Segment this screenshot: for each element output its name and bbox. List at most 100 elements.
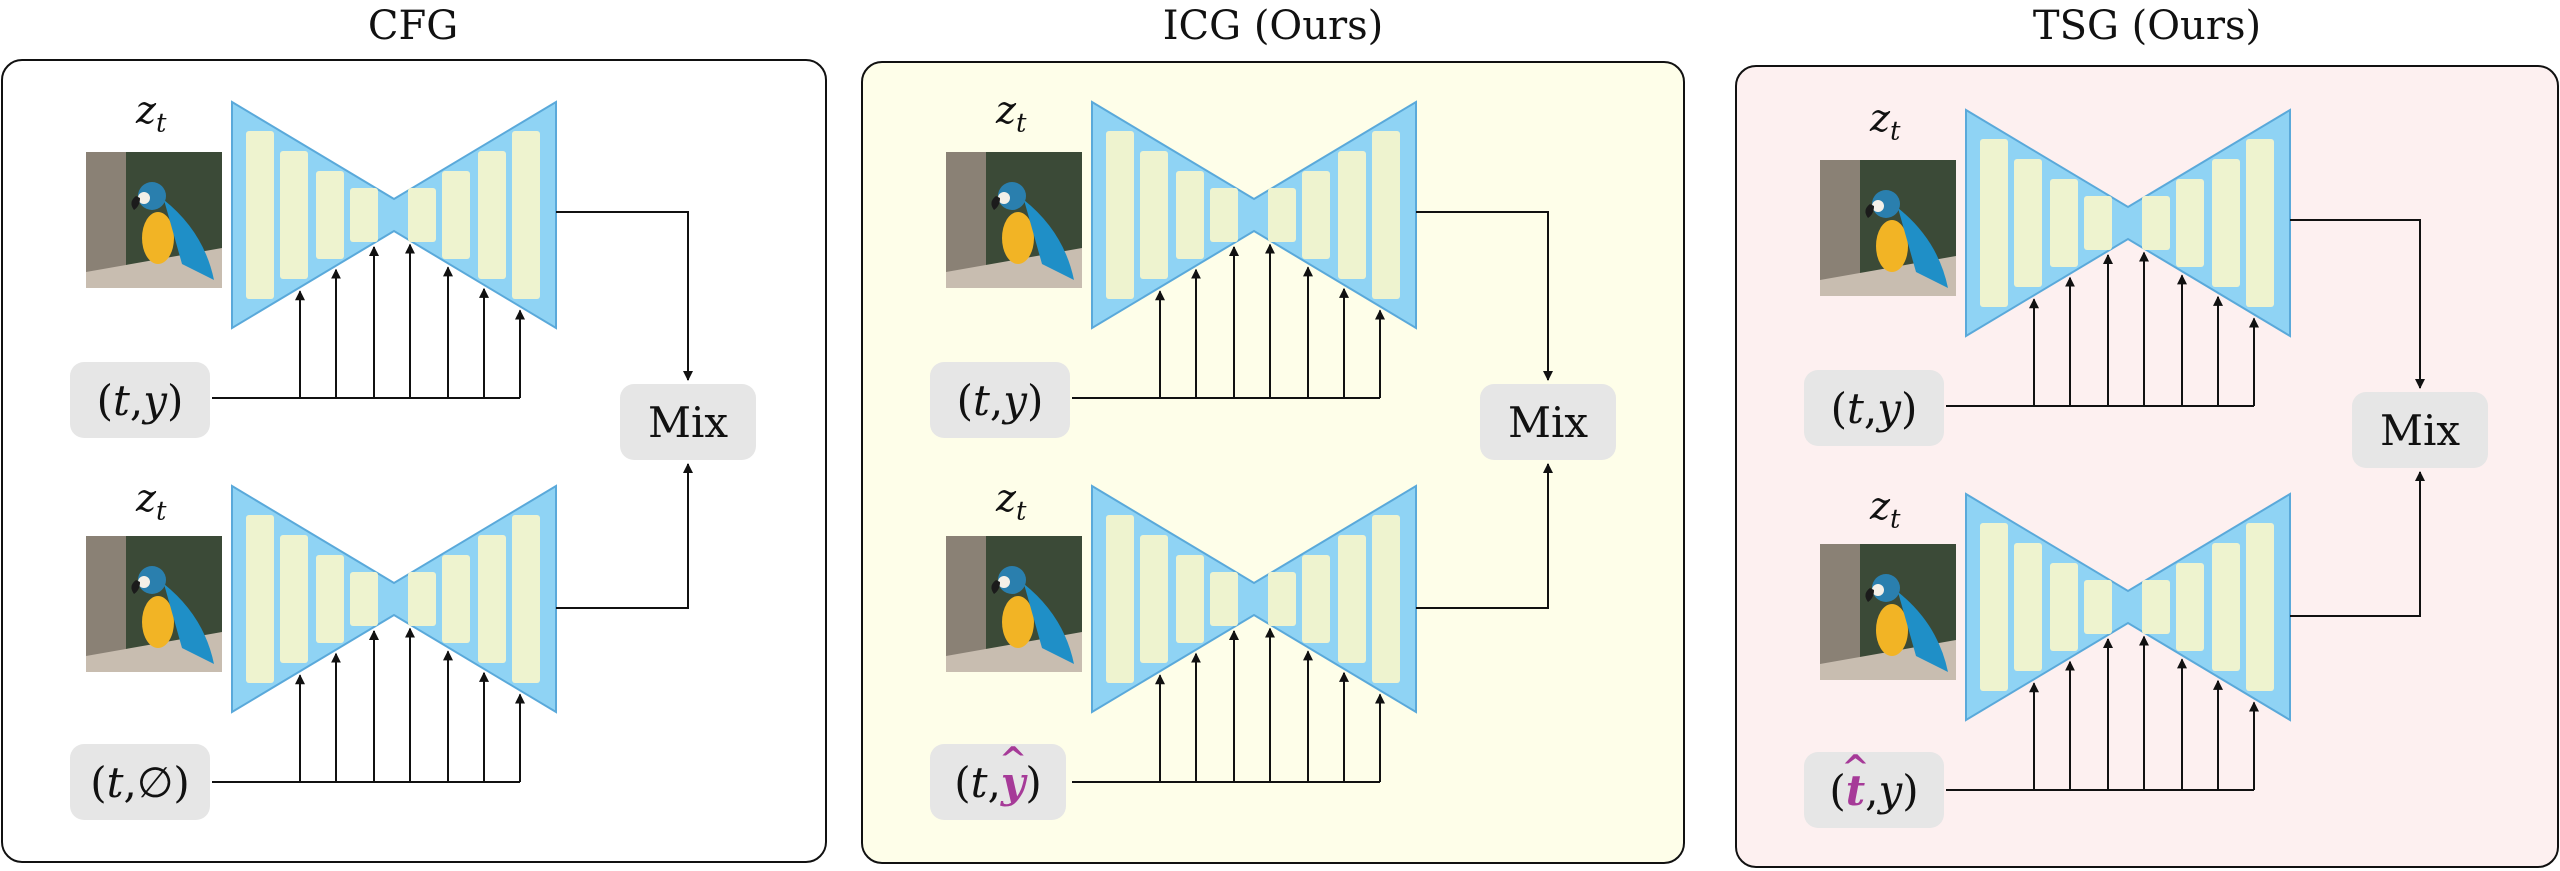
parrot-chest (1002, 596, 1034, 648)
parrot-graphic (1820, 160, 1956, 296)
condition-label-bottom: (t, ∅) (70, 744, 210, 820)
unet-block (316, 171, 344, 259)
parrot-chest (142, 212, 174, 264)
unet-block (1372, 131, 1400, 299)
parrot-wing (1024, 200, 1074, 280)
unet-block (1268, 188, 1296, 242)
parrot-image (1820, 160, 1956, 296)
unet-block (512, 515, 540, 683)
unet-block (1176, 171, 1204, 259)
unet-block (2176, 179, 2204, 267)
unet-block (2084, 196, 2112, 250)
unet-block (1980, 523, 2008, 691)
guidance-t-hat: t (1846, 766, 1865, 815)
photo-foliage (86, 536, 126, 672)
zt-label-bottom: zt (136, 476, 167, 527)
unet-block (1338, 535, 1366, 663)
parrot-wing (164, 200, 214, 280)
mix-box: Mix (1480, 384, 1616, 460)
unet-block (2014, 543, 2042, 671)
condition-label-bottom: (t, y) (930, 744, 1066, 820)
unet-block (2142, 196, 2170, 250)
parrot-graphic (86, 152, 222, 288)
unet-block (316, 555, 344, 643)
unet-block (246, 131, 274, 299)
panel-title-tsg: TSG (Ours) (2032, 3, 2262, 49)
parrot-image (946, 152, 1082, 288)
panel-title-cfg: CFG (367, 3, 459, 49)
condition-label-bottom: (t, y) (1804, 752, 1944, 828)
photo-foliage (946, 152, 986, 288)
unet-block (280, 535, 308, 663)
output-arrow-bottom (556, 463, 693, 609)
unet-block (1338, 151, 1366, 279)
mix-box: Mix (620, 384, 756, 460)
parrot-face (1872, 584, 1884, 596)
parrot-wing (1898, 592, 1948, 672)
zt-label-top: zt (996, 88, 1027, 139)
zt-label-bottom: zt (996, 476, 1027, 527)
photo-foliage (946, 536, 986, 672)
unet-body (1965, 492, 2291, 722)
unet-block (2050, 563, 2078, 651)
unet-block (2084, 580, 2112, 634)
photo-foliage (1820, 160, 1860, 296)
unet-block (1268, 572, 1296, 626)
parrot-wing (1024, 584, 1074, 664)
parrot-wing (1898, 208, 1948, 288)
panel-cfg (1, 59, 827, 863)
parrot-graphic (1820, 544, 1956, 680)
unet-block (1210, 188, 1238, 242)
parrot-beak (131, 196, 140, 210)
parrot-beak (991, 196, 1000, 210)
unet-block (1140, 535, 1168, 663)
unet-block (478, 151, 506, 279)
unet-block (1302, 555, 1330, 643)
unet-body (231, 484, 557, 714)
zt-label-bottom: zt (1870, 484, 1901, 535)
parrot-face (998, 192, 1010, 204)
unet-block (442, 555, 470, 643)
unet-body (1091, 100, 1417, 330)
parrot-beak (1865, 204, 1874, 218)
output-arrow-top (2290, 219, 2425, 389)
photo-foliage (86, 152, 126, 288)
mix-box: Mix (2352, 392, 2488, 468)
unet-block (1210, 572, 1238, 626)
unet-block (408, 188, 436, 242)
parrot-face (1872, 200, 1884, 212)
zt-label-top: zt (1870, 96, 1901, 147)
parrot-image (1820, 544, 1956, 680)
parrot-chest (1002, 212, 1034, 264)
zt-label-top: zt (136, 88, 167, 139)
unet-block (2212, 543, 2240, 671)
unet-block (2176, 563, 2204, 651)
parrot-beak (991, 580, 1000, 594)
photo-foliage (1820, 544, 1860, 680)
parrot-graphic (86, 536, 222, 672)
unet-block (1176, 555, 1204, 643)
parrot-beak (1865, 588, 1874, 602)
unet-block (478, 535, 506, 663)
parrot-chest (142, 596, 174, 648)
unet-block (350, 572, 378, 626)
panel-icg (861, 61, 1685, 864)
unet-block (2014, 159, 2042, 287)
condition-label-top: (t, y) (930, 362, 1070, 438)
output-arrow-top (556, 211, 693, 381)
parrot-chest (1876, 220, 1908, 272)
unet-block (350, 188, 378, 242)
parrot-image (86, 536, 222, 672)
unet-block (2246, 523, 2274, 691)
unet-block (1106, 131, 1134, 299)
panel-title-icg: ICG (Ours) (1162, 3, 1384, 49)
unet-block (2212, 159, 2240, 287)
parrot-graphic (946, 536, 1082, 672)
unet-block (1372, 515, 1400, 683)
condition-label-top: (t, y) (1804, 370, 1944, 446)
unet-block (442, 171, 470, 259)
unet-body (231, 100, 557, 330)
parrot-face (138, 192, 150, 204)
output-arrow-bottom (1416, 463, 1553, 609)
